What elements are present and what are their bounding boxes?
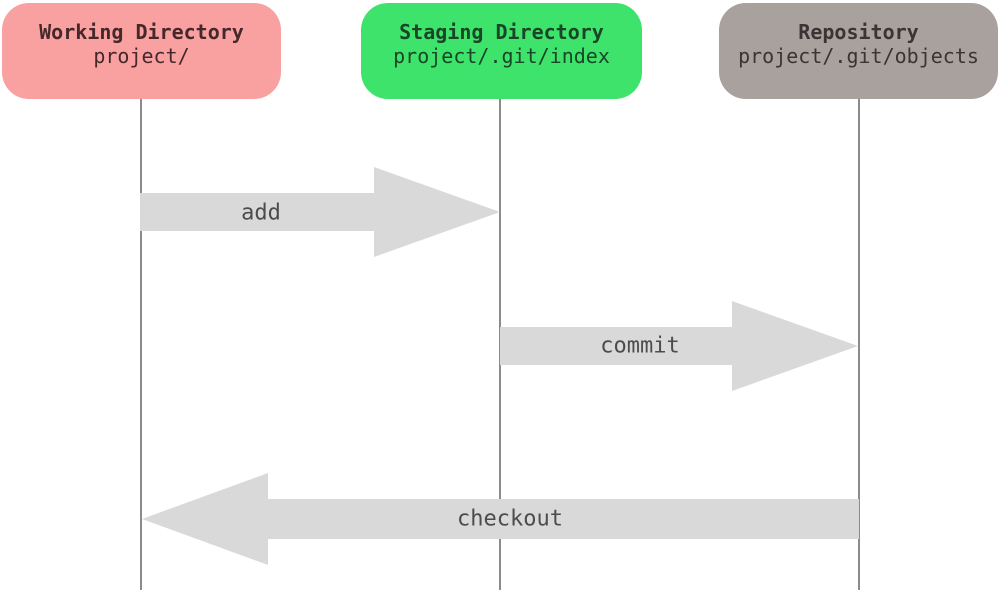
node-title: Repository — [798, 19, 919, 44]
lifeline-working-directory — [140, 99, 142, 590]
node-title: Staging Directory — [399, 19, 604, 44]
node-subtitle: project/ — [93, 43, 190, 68]
node-repository: Repository project/.git/objects — [719, 3, 998, 99]
node-subtitle: project/.git/index — [393, 43, 610, 68]
arrow-add-right — [140, 167, 500, 257]
arrow-label-commit: commit — [600, 333, 680, 359]
node-title: Working Directory — [39, 19, 244, 44]
node-working-directory: Working Directory project/ — [2, 3, 281, 99]
node-staging-directory: Staging Directory project/.git/index — [361, 3, 642, 99]
lifeline-repository — [858, 99, 860, 590]
node-subtitle: project/.git/objects — [738, 43, 979, 68]
arrow-label-checkout: checkout — [457, 506, 563, 532]
arrow-checkout-left — [142, 473, 859, 565]
arrow-label-add: add — [241, 200, 281, 226]
arrow-commit-right — [500, 301, 858, 391]
